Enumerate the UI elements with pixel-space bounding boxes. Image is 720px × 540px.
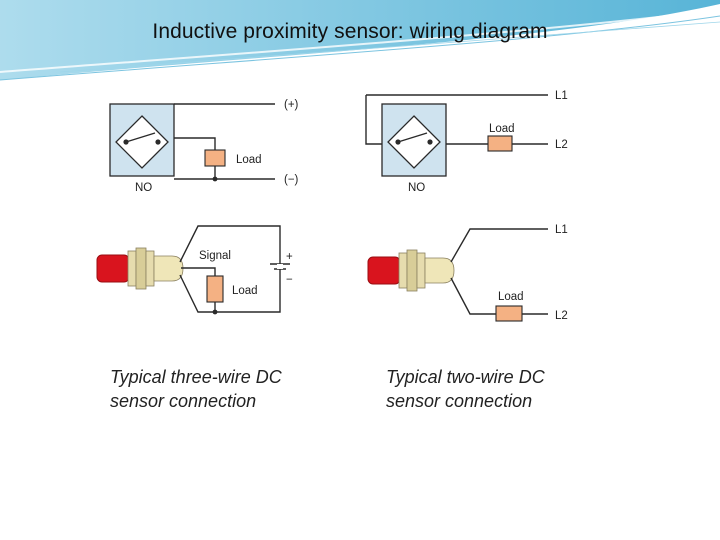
signal-label: Signal [199, 250, 231, 262]
sensor-symbol-icon [387, 115, 441, 169]
proximity-sensor-icon [96, 247, 184, 290]
caption-three-wire: Typical three-wire DC sensor connection [110, 367, 282, 411]
slide-title: Inductive proximity sensor: wiring diagr… [152, 20, 548, 43]
caption-two-wire: Typical two-wire DC sensor connection [386, 367, 545, 411]
no-contact-label: NO [135, 182, 152, 194]
minus-label: (−) [284, 174, 299, 186]
load-resistor [204, 149, 226, 167]
proximity-sensor-icon [367, 249, 455, 292]
load-label: Load [232, 285, 258, 297]
header-swoosh-decoration [0, 0, 720, 81]
load-label: Load [489, 123, 515, 135]
battery-plus-label: + [286, 251, 293, 263]
load-resistor [487, 135, 513, 152]
load-resistor [495, 305, 523, 322]
sensor-symbol-icon [115, 115, 169, 169]
l2-label: L2 [555, 310, 568, 322]
three-wire-schematic: (+) (−) Load NO [109, 99, 299, 194]
l1-label: L1 [555, 90, 568, 102]
three-wire-physical-connection: Signal Load + − [96, 225, 293, 315]
no-contact-label: NO [408, 182, 425, 194]
load-resistor [206, 275, 224, 303]
battery-minus-label: − [286, 274, 293, 286]
l1-label: L1 [555, 224, 568, 236]
two-wire-schematic: L1 L2 Load NO [365, 90, 568, 194]
two-wire-physical-connection: L1 L2 Load [367, 224, 568, 322]
l2-label: L2 [555, 139, 568, 151]
load-label: Load [236, 154, 262, 166]
plus-label: (+) [284, 99, 299, 111]
load-label: Load [498, 291, 524, 303]
